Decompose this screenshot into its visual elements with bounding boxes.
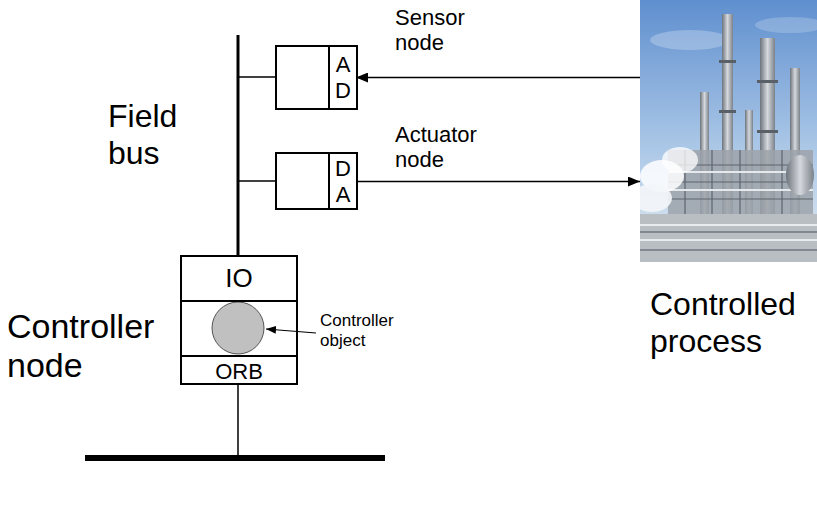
- refinery-photo: [640, 0, 817, 262]
- actuator-node-box: Actuator nodeD A: [275, 152, 358, 210]
- signal-arrow: [356, 181, 640, 183]
- orb-band: ORB: [182, 355, 296, 387]
- node-text: D A: [335, 156, 351, 207]
- node-heading: Sensor node: [395, 5, 479, 56]
- field-bus-line: [237, 35, 240, 255]
- leader-line: [266, 329, 316, 333]
- controller-node-box: Controller nodeIOORB: [180, 255, 298, 385]
- da-converter-compartment: D A: [328, 154, 356, 209]
- bus-label: Field bus: [108, 98, 204, 172]
- callout-label: Controller object: [320, 311, 416, 350]
- network-stub: [237, 385, 239, 456]
- network-bar: [85, 455, 385, 461]
- node-text: ORB: [215, 359, 263, 384]
- controlled-process-photo: Controlled process: [640, 0, 817, 262]
- controller-object-circle: [212, 302, 264, 354]
- io-band: IO: [182, 257, 296, 302]
- node-heading: Actuator node: [395, 122, 489, 173]
- node-text: A D: [335, 52, 351, 103]
- node-text: IO: [225, 264, 252, 294]
- node-heading: Controller node: [7, 307, 175, 385]
- sensor-node-box: Sensor nodeA D: [275, 45, 358, 110]
- bus-stub: [238, 76, 275, 78]
- signal-arrow: [356, 77, 640, 79]
- node-heading: Controlled process: [650, 286, 815, 360]
- bus-stub: [238, 180, 275, 182]
- ad-converter-compartment: A D: [328, 47, 356, 108]
